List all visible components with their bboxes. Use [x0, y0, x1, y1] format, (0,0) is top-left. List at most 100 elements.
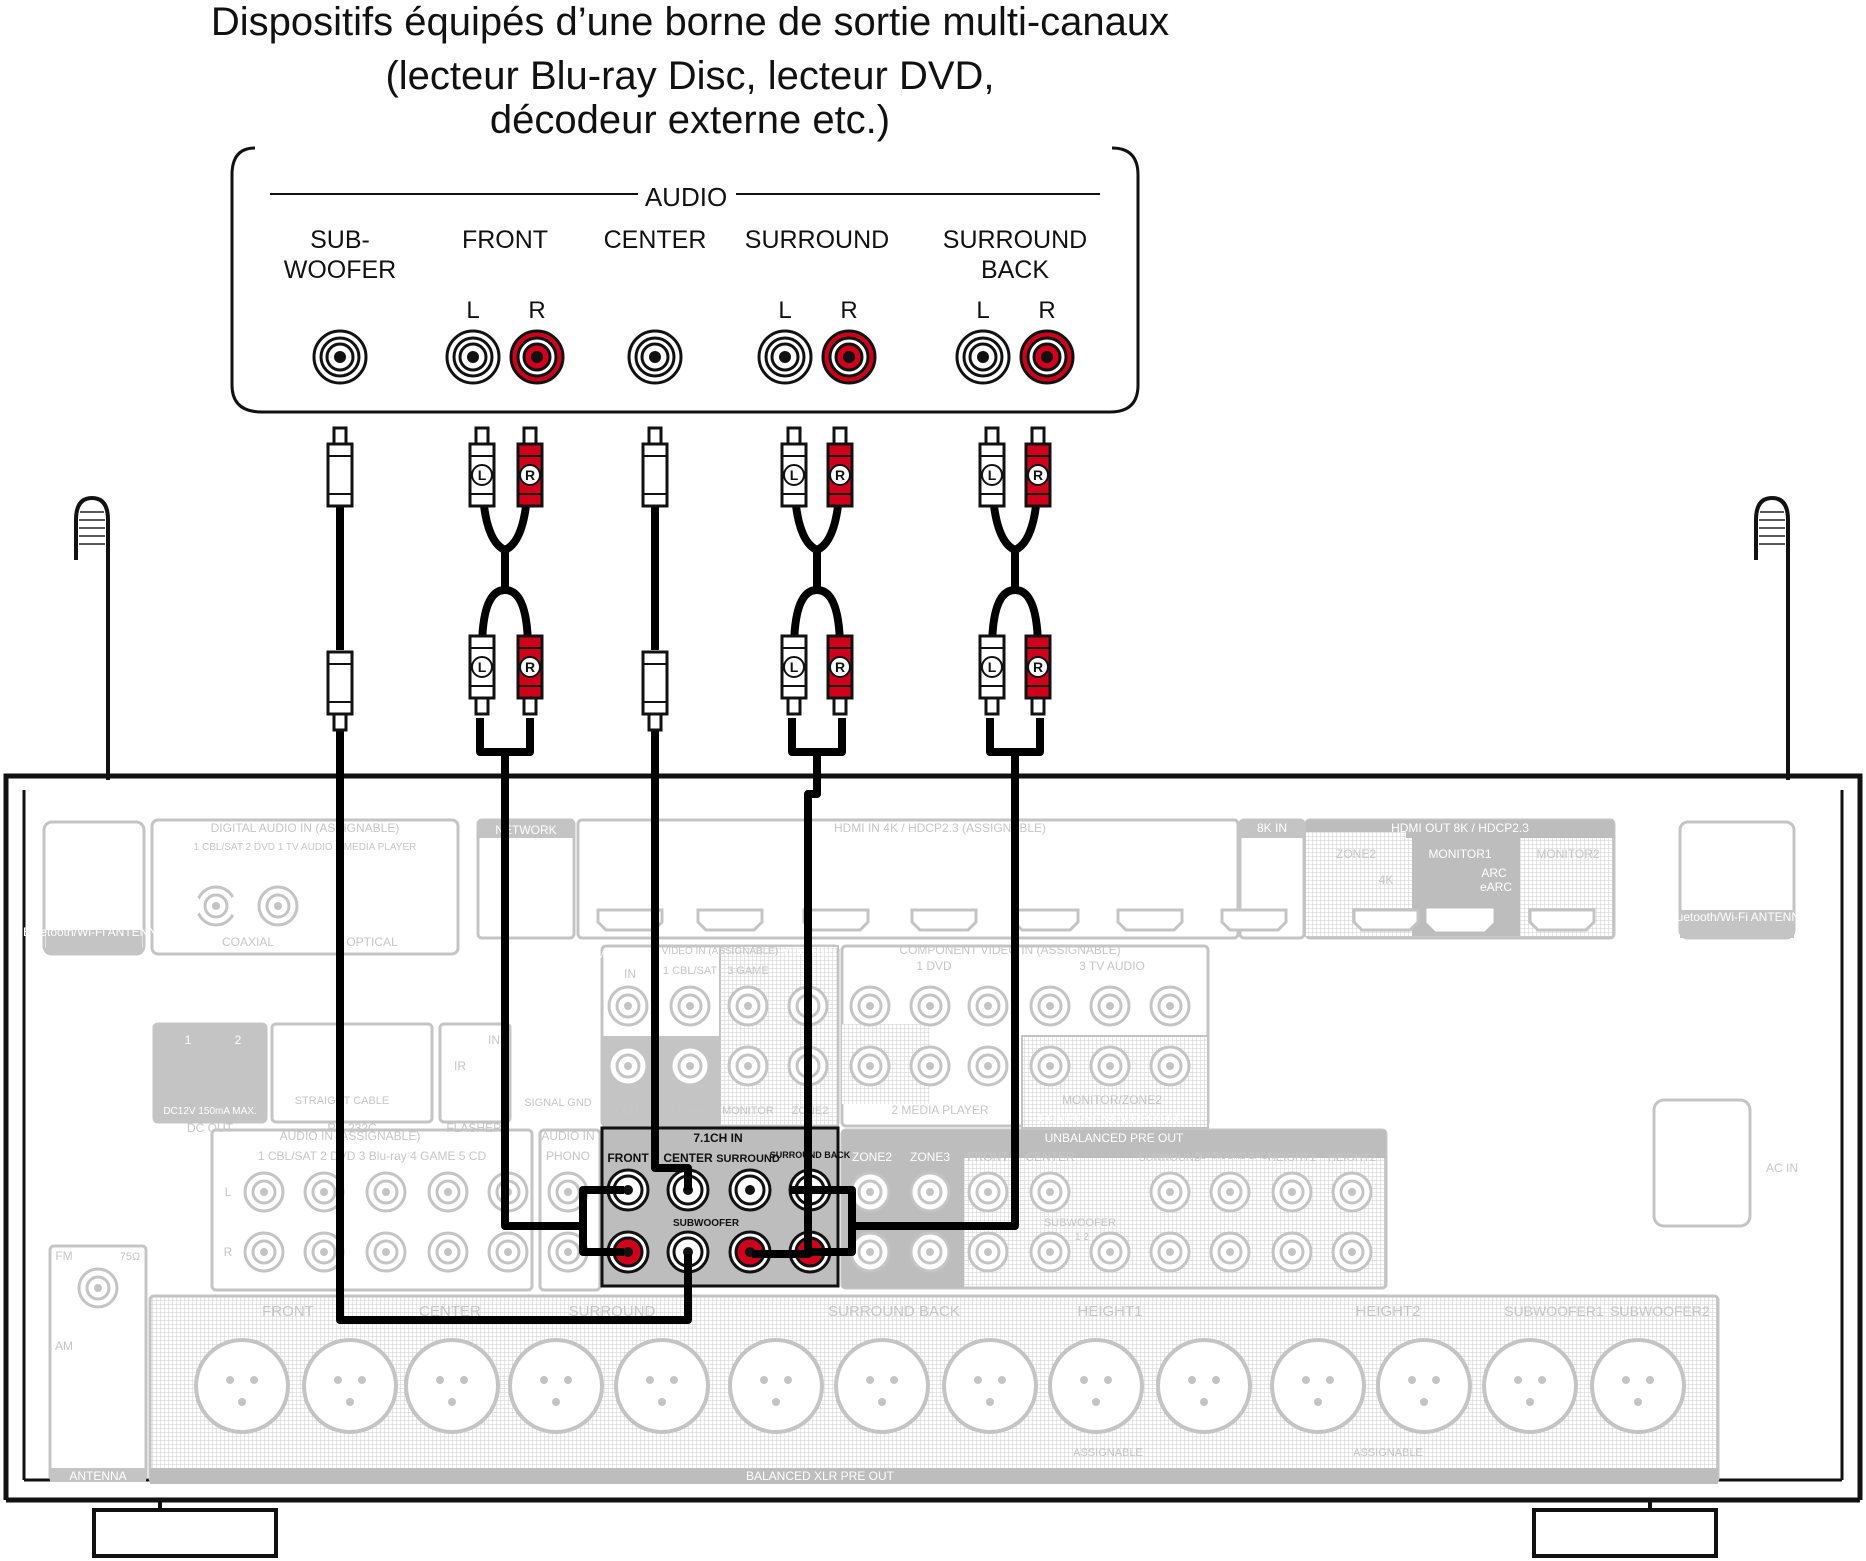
center-plug-top [641, 426, 669, 508]
hdmi-port-7 [1352, 908, 1420, 932]
xlr-jack-11 [1376, 1338, 1472, 1434]
front-r-label: R [528, 297, 545, 324]
front-l-label: L [466, 297, 479, 324]
fm-label: FM [55, 1249, 72, 1263]
center-plug-bottom [641, 650, 669, 732]
center-jack [627, 329, 683, 385]
xlr-surround-back-label: SURROUND BACK [828, 1303, 960, 1320]
hdmi-port-9 [1528, 908, 1596, 932]
bt-antenna-left-label: Bluetooth/Wi-Fi ANTENNA [23, 925, 165, 939]
plug-top-r-2: R [1024, 426, 1052, 508]
plug-top-r-1: R [826, 426, 854, 508]
pre-out-surround-back-label: SURROUND BACK [1194, 1151, 1273, 1161]
plug-bottom-l-1: L [780, 634, 808, 716]
audio-in-r-4 [487, 1231, 529, 1273]
video-input-3-label: 3 GAME [727, 965, 769, 977]
svg-text:R: R [835, 659, 845, 675]
xlr-jack-4 [614, 1338, 710, 1434]
front-l-jack [445, 329, 501, 385]
phono-label: PHONO [546, 1149, 590, 1163]
pre-out-surround-label: SURROUND [1138, 1152, 1202, 1164]
audio-in-l-1 [303, 1171, 345, 1213]
surround-back-r-jack [1019, 329, 1075, 385]
pre-out-zone2-label: ZONE2 [852, 1150, 892, 1164]
surround-label: SURROUND [745, 226, 889, 254]
source-device: AUDIO SUB- WOOFER FRONT CENTER SURROUND … [230, 146, 1140, 414]
video-monitor-label: MONITOR [722, 1105, 774, 1117]
ir-label: IR [454, 1059, 466, 1073]
surround-l-jack [757, 329, 813, 385]
xlr-jack-3 [508, 1338, 604, 1434]
hdmi-port-5 [1116, 908, 1184, 932]
dc-out-jack-1 [178, 894, 202, 918]
xlr-jack-9 [1156, 1338, 1252, 1434]
audio-l-label: L [225, 1185, 232, 1199]
component-jack-bottom-1 [909, 1045, 951, 1087]
video-in-jack-top-1 [669, 985, 711, 1027]
pre-out-center-label: CENTER [1025, 1150, 1075, 1164]
ch71-in-label: 7.1CH IN [693, 1131, 742, 1145]
audio-in-r-5 [547, 1231, 589, 1273]
audio-in-label: AUDIO IN (ASSIGNABLE) [280, 1129, 421, 1143]
pre-out-top-7 [1331, 1171, 1373, 1213]
pre-out-bottom-1 [909, 1231, 951, 1273]
coaxial-jack-1 [195, 885, 237, 927]
remote-control-label: REMOTE CONTROL [583, 950, 678, 961]
front-label: FRONT [462, 226, 548, 254]
ch71-front-label: FRONT [607, 1151, 649, 1165]
pre-out-front-label: FRONT [967, 1150, 1009, 1164]
subwoofer-cable [336, 704, 692, 1324]
plug-bottom-l-2: L [978, 634, 1006, 716]
hdmi-8k-in-label: 8K IN [1257, 821, 1287, 835]
pre-out-subwoofer-label: SUBWOOFER [1044, 1217, 1116, 1229]
front-cable [501, 752, 624, 1256]
plug-bottom-l-0: L [468, 634, 496, 716]
plug-bottom-r-1: R [826, 634, 854, 716]
hdmi-out-earc-label: eARC [1480, 880, 1512, 894]
video-in-jack-bottom-0 [607, 1045, 649, 1087]
hdmi-out-4k-label: 4K [1379, 873, 1394, 887]
subwoofer-label-bottom: WOOFER [284, 256, 397, 284]
audio-in-l-3 [427, 1171, 469, 1213]
balanced-xlr-label: BALANCED XLR PRE OUT [746, 1469, 895, 1483]
pre-out-bottom-3 [1029, 1231, 1071, 1273]
svg-text:L: L [790, 467, 799, 483]
surround-back-label-bottom: BACK [981, 256, 1049, 284]
ch71-surround-r-jack [728, 1230, 772, 1274]
video-in-jack-top-2 [727, 985, 769, 1027]
monitor-zone2-label: MONITOR/ZONE2 [1062, 1093, 1162, 1107]
title-line-2: (lecteur Blu-ray Disc, lecteur DVD, [385, 54, 995, 98]
signal-gnd-label: SIGNAL GND [524, 1097, 591, 1109]
pre-out-top-2 [967, 1171, 1009, 1213]
surround-l-label: L [778, 297, 791, 324]
svg-text:R: R [525, 659, 535, 675]
pre-out-height1-label: HEIGHT1 [1268, 1152, 1316, 1164]
hdmi-out-monitor1-label: MONITOR1 [1428, 847, 1491, 861]
ch71-surround-l-jack [728, 1168, 772, 1212]
coaxial-jack-2 [257, 885, 299, 927]
xlr-jack-8 [1048, 1338, 1144, 1434]
front-r-jack [509, 329, 565, 385]
component-mp-label: 2 MEDIA PLAYER [891, 1103, 988, 1117]
assignable-height2-label: ASSIGNABLE [1353, 1447, 1423, 1459]
component-jack-top-0 [849, 985, 891, 1027]
fm-ohm-label: 75Ω [120, 1251, 140, 1263]
pre-out-top-4 [1149, 1171, 1191, 1213]
ch71-subwoofer-label: SUBWOOFER [673, 1218, 740, 1229]
am-label: AM [55, 1339, 73, 1353]
plug-bottom-r-0: R [516, 634, 544, 716]
surround-back-l-jack [955, 329, 1011, 385]
video-input-1-label: 1 CBL/SAT [663, 965, 717, 977]
hdmi-out-label: HDMI OUT 8K / HDCP2.3 [1391, 821, 1529, 835]
xlr-jack-6 [834, 1338, 930, 1434]
pre-out-bottom-7 [1271, 1231, 1313, 1273]
component-jack-top2-1 [1089, 985, 1131, 1027]
unbalanced-pre-out-label: UNBALANCED PRE OUT [1045, 1131, 1184, 1145]
flasher-in-label: IN [488, 1033, 500, 1047]
component-jack-bottom-0 [849, 1045, 891, 1087]
ch71-subwoofer-jack [666, 1230, 710, 1274]
surround-r-label: R [840, 297, 857, 324]
audio-in-phono-label: AUDIO IN [541, 1129, 594, 1143]
hdmi-in-label: HDMI IN 4K / HDCP2.3 (ASSIGNABLE) [834, 821, 1046, 835]
xlr-subwoofer1-label: SUBWOOFER1 [1504, 1303, 1604, 1319]
